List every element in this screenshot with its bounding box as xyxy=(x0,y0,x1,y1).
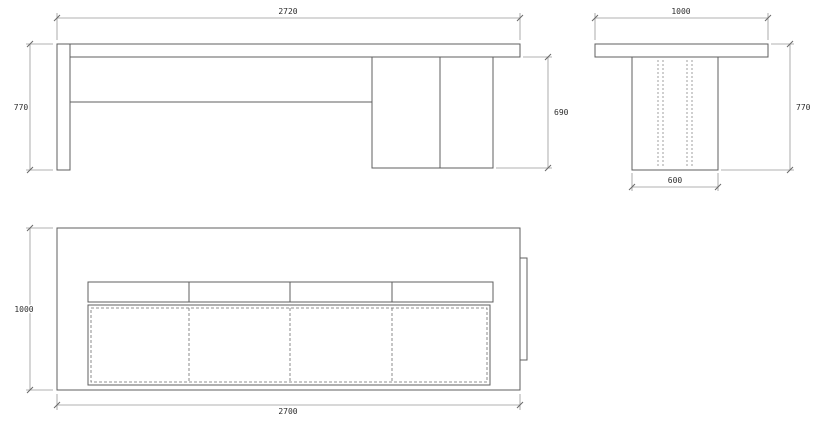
front-pedestal-cabinet xyxy=(371,56,494,169)
dim-label-side-height: 770 xyxy=(796,103,811,112)
plan-view: 1000 2700 xyxy=(13,224,528,418)
dim-label-front-width: 2720 xyxy=(278,7,297,16)
front-left-end-panel xyxy=(56,43,71,171)
plan-hidden-outline xyxy=(90,307,488,383)
front-elevation-view: 2720 770 690 xyxy=(12,6,570,174)
dimension-plan-depth: 1000 xyxy=(13,224,53,394)
extension-lines xyxy=(496,56,552,169)
dim-label-front-height: 770 xyxy=(14,103,29,112)
dimension-side-height: 770 xyxy=(721,40,812,174)
dimension-ticks xyxy=(628,183,722,191)
plan-hidden-dividers xyxy=(188,308,393,382)
extension-lines xyxy=(594,13,769,40)
dimension-side-base-width: 600 xyxy=(628,173,722,191)
extension-lines xyxy=(56,13,521,40)
dimension-ticks xyxy=(53,401,524,409)
dimension-front-width: 2720 xyxy=(53,6,524,40)
dimension-front-pedestal-height: 690 xyxy=(496,53,570,172)
dimension-ticks xyxy=(53,14,524,22)
plan-desktop-outline xyxy=(56,227,521,391)
side-leg-panel xyxy=(631,56,719,171)
plan-right-side-tab xyxy=(519,257,528,361)
dim-label-plan-width: 2700 xyxy=(278,407,297,416)
plan-drawer-dividers xyxy=(188,282,393,302)
extension-lines xyxy=(721,43,794,171)
dim-label-plan-depth: 1000 xyxy=(14,305,33,314)
front-desktop-slab xyxy=(69,43,521,58)
side-elevation-view: 1000 600 770 xyxy=(591,6,812,191)
side-leg-hidden-lines xyxy=(657,60,693,168)
extension-lines xyxy=(56,394,521,410)
dimension-ticks xyxy=(26,40,34,174)
dimension-ticks xyxy=(591,14,772,22)
plan-understructure-outline xyxy=(87,304,491,386)
dimension-ticks xyxy=(544,53,552,172)
side-desktop-slab xyxy=(594,43,769,58)
dim-label-side-width: 1000 xyxy=(671,7,690,16)
extension-lines xyxy=(631,173,719,191)
dimension-ticks xyxy=(786,40,794,174)
dimension-front-height: 770 xyxy=(12,40,53,174)
dimension-ticks xyxy=(26,224,34,394)
dim-label-side-base-width: 600 xyxy=(668,176,683,185)
dimension-side-width: 1000 xyxy=(591,6,772,40)
dim-label-front-pedestal-height: 690 xyxy=(554,108,569,117)
dimension-plan-width: 2700 xyxy=(53,394,524,418)
